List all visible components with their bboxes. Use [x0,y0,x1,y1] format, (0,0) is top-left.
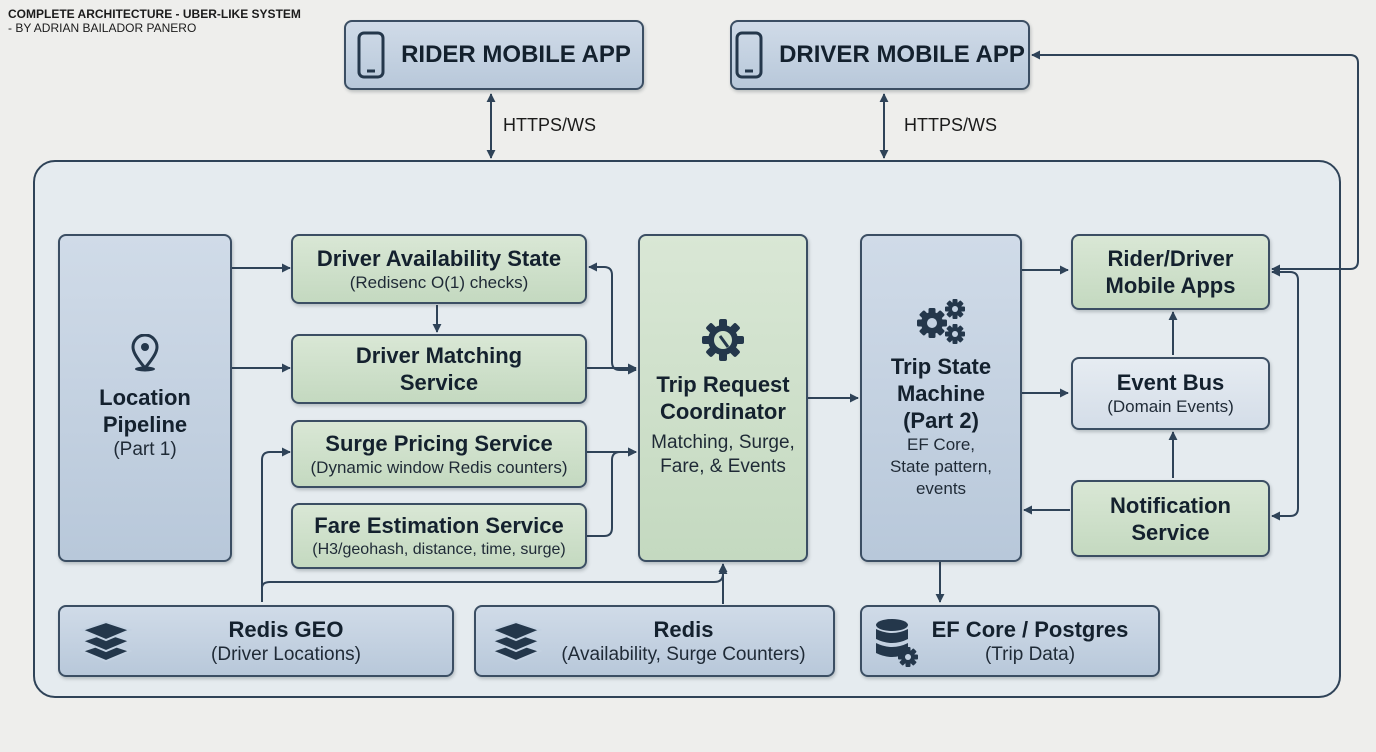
trip-state-desc: EF Core, [906,434,976,454]
diagram-byline: - BY ADRIAN BAILADOR PANERO [8,21,197,35]
trip-state-title-3: (Part 2) [903,407,979,433]
driver-availability-state: Driver Availability State (Redisenc O(1)… [291,234,587,304]
trip-request-desc-2: Fare, & Events [660,456,786,477]
event-bus-title: Event Bus [1116,370,1225,395]
postgres-subtitle: (Trip Data) [984,643,1076,665]
redis-geo-subtitle: (Driver Locations) [211,643,361,665]
surge-pricing-subtitle: (Dynamic window Redis counters) [310,457,568,477]
driver-mobile-app: DRIVER MOBILE APP [730,20,1030,90]
location-pipeline-title-2: Pipeline [102,412,188,437]
driver-mobile-app-label: DRIVER MOBILE APP [779,41,1025,68]
driver-availability-title: Driver Availability State [316,245,562,271]
driver-availability-subtitle: (Redisenc O(1) checks) [349,272,529,292]
redis-title: Redis [653,616,714,642]
postgres-title: EF Core / Postgres [931,616,1129,642]
arrow-availability-coordinator [588,262,637,375]
location-pipeline-title: Location [99,385,191,410]
rider-protocol-label: HTTPS/WS [503,115,596,135]
trip-state-title: Trip State [890,353,992,379]
surge-pricing-service: Surge Pricing Service (Dynamic window Re… [291,420,587,488]
map-pin-icon [130,334,160,372]
phone-icon [357,31,385,79]
rider-driver-apps-title-2: Mobile Apps [1105,273,1236,298]
trip-request-coordinator: Trip Request Coordinator Matching, Surge… [638,234,808,562]
fare-estimation-title: Fare Estimation Service [314,512,564,538]
fare-estimation-service: Fare Estimation Service (H3/geohash, dis… [291,503,587,569]
trip-request-title: Trip Request [656,372,790,397]
surge-pricing-title: Surge Pricing Service [325,430,553,456]
trip-state-machine: Trip State Machine (Part 2) EF Core, Sta… [860,234,1022,562]
redis-geo-title: Redis GEO [228,616,344,642]
redis-store: Redis (Availability, Surge Counters) [474,605,835,677]
driver-matching-title: Driver Matching [355,343,523,368]
diagram-title: COMPLETE ARCHITECTURE - UBER-LIKE SYSTEM [8,7,301,21]
notification-service: Notification Service [1071,480,1270,557]
trip-state-desc-3: events [915,478,967,498]
notification-title-2: Service [1131,519,1210,545]
redis-geo-store: Redis GEO (Driver Locations) [58,605,454,677]
rider-mobile-app-label: RIDER MOBILE APP [401,41,631,68]
layers-icon [80,619,132,665]
event-bus-subtitle: (Domain Events) [1107,397,1234,416]
trip-request-title-2: Coordinator [660,399,786,424]
arrow-fare-coordinator [586,447,637,537]
trip-state-desc-2: State pattern, [889,456,993,476]
driver-protocol-label: HTTPS/WS [904,115,997,135]
arrow-apps-notification [1271,267,1299,521]
rider-driver-apps-title: Rider/Driver [1107,246,1234,271]
phone-icon [735,31,763,79]
trip-request-desc: Matching, Surge, [651,432,795,453]
gear-icon [700,317,746,363]
redis-subtitle: (Availability, Surge Counters) [561,643,806,665]
event-bus: Event Bus (Domain Events) [1071,357,1270,430]
location-pipeline: Location Pipeline (Part 1) [58,234,232,562]
layers-icon [490,619,542,665]
fare-estimation-subtitle: (H3/geohash, distance, time, surge) [312,540,566,558]
rider-mobile-app: RIDER MOBILE APP [344,20,644,90]
rider-driver-mobile-apps: Rider/Driver Mobile Apps [1071,234,1270,310]
database-gear-icon [874,617,920,669]
gears-icon [915,297,967,347]
trip-state-title-2: Machine [896,380,986,406]
driver-matching-service: Driver Matching Service [291,334,587,404]
postgres-store: EF Core / Postgres (Trip Data) [860,605,1160,677]
arrow-loop-driver-app [1031,50,1359,274]
location-pipeline-part: (Part 1) [113,439,177,460]
notification-title: Notification [1110,492,1231,518]
diagram-heading: COMPLETE ARCHITECTURE - UBER-LIKE SYSTEM… [8,7,301,35]
driver-matching-title-2: Service [399,370,479,395]
